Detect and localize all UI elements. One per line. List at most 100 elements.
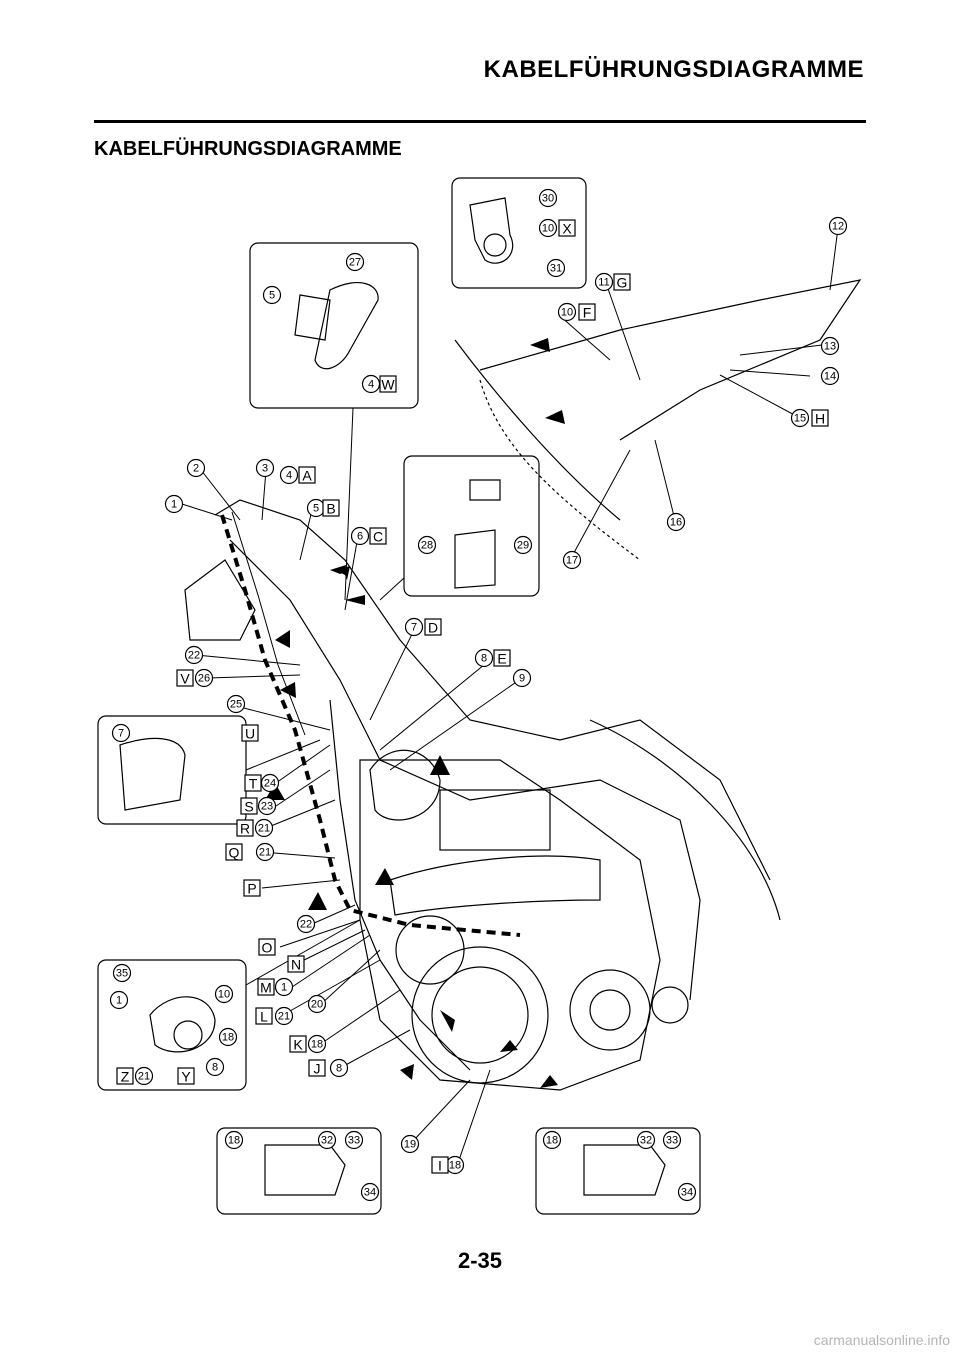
inset7-cover <box>583 1144 666 1196</box>
callout-17: 17 <box>562 550 582 570</box>
letter-tag-text: O <box>262 940 273 956</box>
callout-4: 4 <box>361 374 381 394</box>
letter-tag-text: S <box>244 799 253 815</box>
swingarm-pivot <box>651 986 689 1024</box>
letter-tag-text: T <box>249 776 258 792</box>
callout-34: 34 <box>360 1182 380 1202</box>
frame-outline <box>214 499 771 881</box>
letter-tag-text: H <box>815 411 825 427</box>
callout-24: 24 <box>260 773 280 793</box>
letter-tag-d: D <box>424 618 442 636</box>
letter-tag-text: U <box>245 726 255 742</box>
callout-number: 31 <box>550 263 562 275</box>
callout-number: 30 <box>542 193 554 205</box>
callout-number: 18 <box>228 1135 240 1147</box>
letter-tag-s: S <box>240 797 258 815</box>
callout-20: 20 <box>307 994 327 1014</box>
callout-number: 21 <box>259 847 271 859</box>
callout-number: 20 <box>311 999 323 1011</box>
letter-tag-o: O <box>258 938 276 956</box>
callout-number: 3 <box>262 463 268 475</box>
inset1-bracket <box>314 281 379 370</box>
callout-1: 1 <box>274 977 294 997</box>
inset-box-bottom-right <box>535 1127 701 1215</box>
callout-10: 10 <box>557 302 577 322</box>
callout-21: 21 <box>254 818 274 838</box>
letter-tag-text: Y <box>181 1069 191 1085</box>
throttle-body <box>369 749 441 821</box>
callout-number: 8 <box>336 1063 342 1075</box>
callout-18: 18 <box>307 1034 327 1054</box>
letter-tag-text: R <box>240 821 250 837</box>
callout-number: 28 <box>421 540 433 552</box>
inset5-cable <box>149 996 216 1053</box>
callout-number: 7 <box>118 728 124 740</box>
callout-11: 11 <box>594 272 614 292</box>
inset6-cover <box>264 1144 346 1196</box>
rear-fender <box>479 379 641 561</box>
callout-number: 21 <box>278 1011 290 1023</box>
subframe-outline <box>479 279 862 441</box>
callout-19: 19 <box>400 1134 420 1154</box>
letter-tag-e: E <box>493 649 511 667</box>
letter-tag-h: H <box>811 409 829 427</box>
inset1-clamp <box>294 294 331 341</box>
callout-31: 31 <box>546 258 566 278</box>
page-number: 2-35 <box>457 1248 503 1273</box>
letter-tag-text: F <box>583 305 592 321</box>
stator-cover-inner <box>431 966 529 1064</box>
header-title: KABELFÜHRUNGSDIAGRAMME <box>483 56 864 83</box>
letter-tag-x: X <box>558 219 576 237</box>
callout-number: 1 <box>281 982 287 994</box>
callout-10: 10 <box>538 218 558 238</box>
callout-22: 22 <box>296 914 316 934</box>
callout-number: 23 <box>261 801 273 813</box>
callout-1: 1 <box>164 494 184 514</box>
engine-outline <box>359 759 661 1091</box>
callout-number: 16 <box>670 517 682 529</box>
callout-3: 3 <box>255 458 275 478</box>
letter-tag-l: L <box>255 1007 273 1025</box>
letter-tag-k: K <box>289 1035 307 1053</box>
callout-number: 5 <box>269 290 275 302</box>
callout-21: 21 <box>134 1066 154 1086</box>
callout-number: 18 <box>222 1032 234 1044</box>
callout-6: 6 <box>350 526 370 546</box>
letter-tag-text: I <box>438 1158 442 1174</box>
callout-26: 26 <box>194 668 214 688</box>
cylinder-head <box>439 789 551 851</box>
callout-16: 16 <box>666 512 686 532</box>
letter-tag-j: J <box>308 1059 326 1077</box>
callout-number: 32 <box>640 1135 652 1147</box>
callout-25: 25 <box>226 694 246 714</box>
callout-34: 34 <box>677 1182 697 1202</box>
callout-7: 7 <box>111 723 131 743</box>
callout-number: 8 <box>212 1062 218 1074</box>
wiring-harness <box>220 514 521 937</box>
callout-number: 2 <box>193 463 199 475</box>
section-title: KABELFÜHRUNGSDIAGRAMME <box>94 138 402 160</box>
callout-30: 30 <box>538 188 558 208</box>
letter-tag-m: M <box>257 978 275 996</box>
callout-14: 14 <box>820 366 840 386</box>
callout-number: 26 <box>198 673 210 685</box>
inset2-part <box>469 197 514 264</box>
callout-number: 13 <box>824 341 836 353</box>
callout-18: 18 <box>224 1130 244 1150</box>
callout-number: 10 <box>542 223 554 235</box>
radiator-shroud <box>184 559 256 641</box>
letter-tag-p: P <box>243 879 261 897</box>
arrow-group <box>265 338 565 1088</box>
callout-number: 18 <box>546 1135 558 1147</box>
letter-tag-t: T <box>244 774 262 792</box>
sprocket-inner <box>589 989 631 1031</box>
letter-tag-u: U <box>241 724 259 742</box>
callout-number: 18 <box>311 1039 323 1051</box>
callout-number: 18 <box>449 1160 461 1172</box>
letter-tag-text: C <box>373 529 383 545</box>
callout-23: 23 <box>257 796 277 816</box>
callout-number: 11 <box>598 277 609 289</box>
callout-number: 15 <box>794 413 806 425</box>
letter-tag-i: I <box>431 1156 449 1174</box>
callout-number: 22 <box>300 919 312 931</box>
